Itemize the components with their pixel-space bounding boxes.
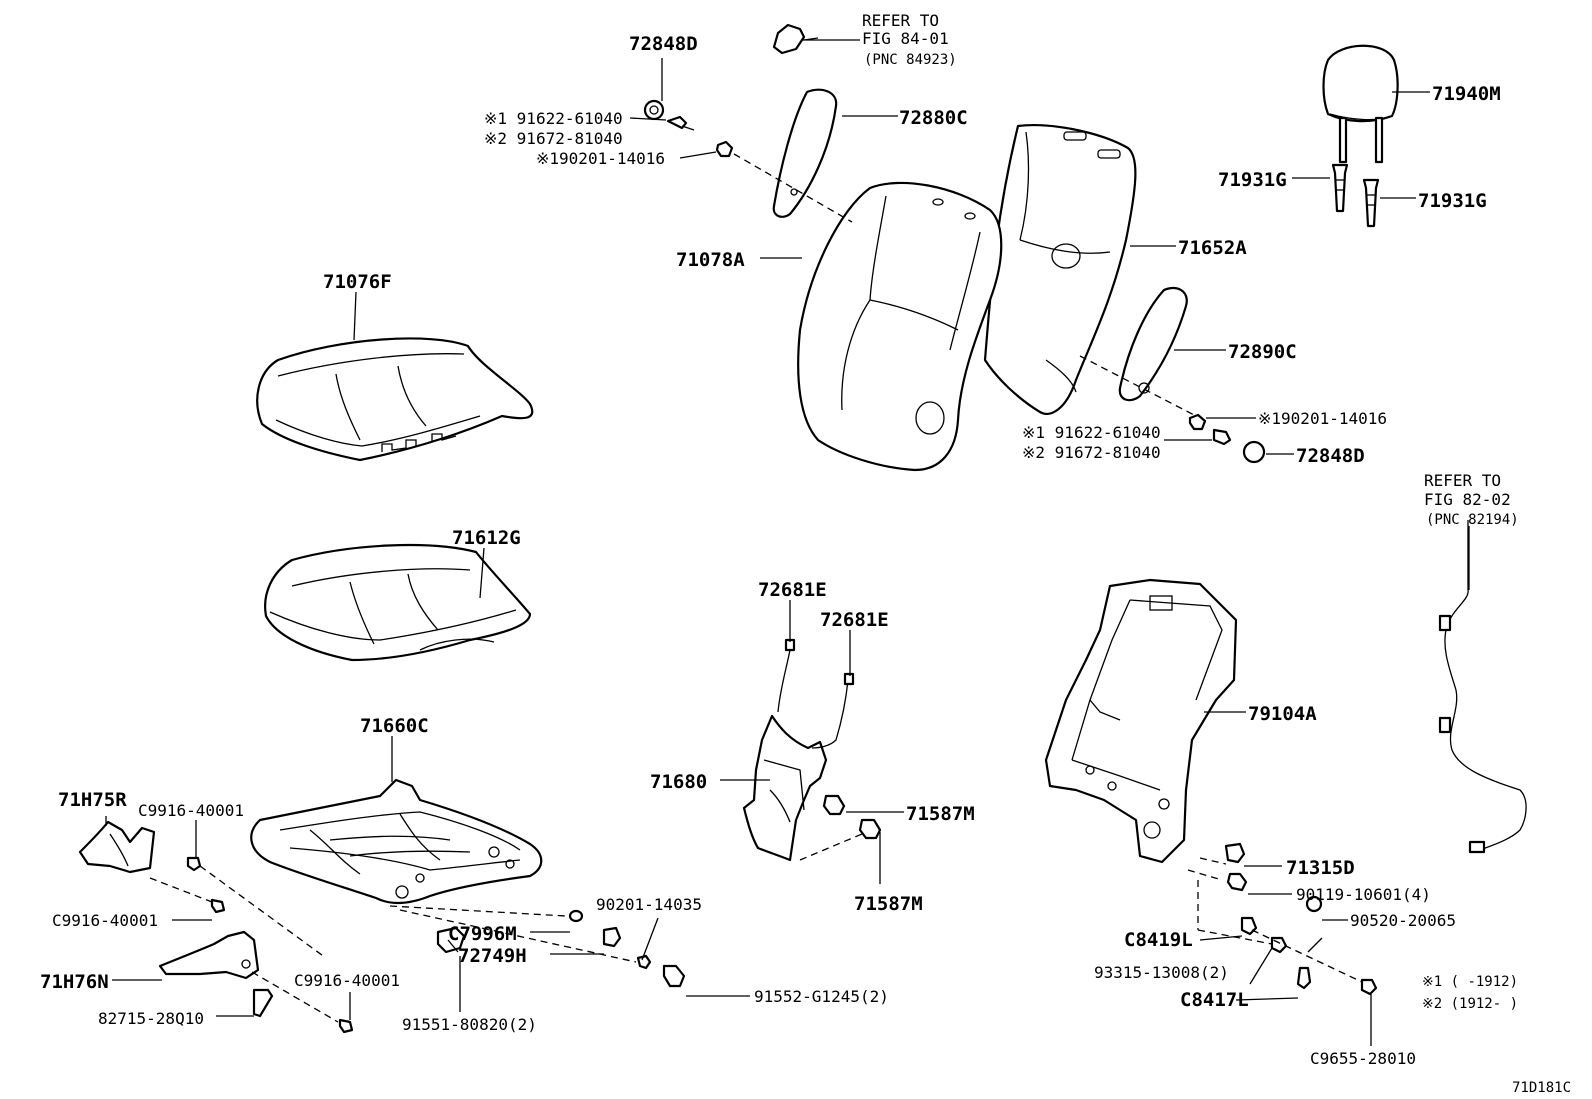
label-71931g-left: 71931G: [1218, 169, 1287, 191]
label-c9916-mid: C9916-40001: [52, 911, 158, 930]
seat-frame-71660c: [250, 778, 543, 905]
bolt-top: [666, 115, 695, 131]
figure-id: 71D181C: [1512, 1080, 1571, 1096]
label-72681e-right: 72681E: [820, 609, 889, 631]
label-refer-fig84-line3: (PNC 84923): [864, 52, 957, 68]
label-71940m: 71940M: [1432, 83, 1501, 105]
label-90119: 90119-10601(4): [1296, 885, 1431, 904]
label-c9916-bottom: C9916-40001: [294, 971, 400, 990]
label-71612g: 71612G: [452, 527, 521, 549]
label-93315: 93315-13008(2): [1094, 963, 1229, 982]
lumbar-support-71680: [742, 638, 855, 862]
side-panel-72890c: [1118, 286, 1188, 402]
label-note1: ※1 ( -1912): [1422, 974, 1518, 990]
label-71h75r: 71H75R: [58, 789, 127, 811]
clip-82715: [252, 988, 274, 1018]
label-c9655: C9655-28010: [1310, 1049, 1416, 1068]
label-c9916-top: C9916-40001: [138, 801, 244, 820]
nut-top: [715, 140, 734, 158]
nut-right: [1188, 413, 1207, 431]
label-79104a: 79104A: [1248, 703, 1317, 725]
seatback-cover-71078a: [797, 181, 1003, 472]
label-72848d-top: 72848D: [629, 33, 698, 55]
sensor-c8417l: [1296, 937, 1323, 990]
side-panel-72880c: [772, 88, 838, 218]
clip-c7996m: [568, 909, 584, 923]
headrest-guide-left: [1331, 163, 1349, 213]
label-71660c: 71660C: [360, 715, 429, 737]
cushion-cover-71076f: [256, 337, 534, 462]
nut-90201-14035: [636, 954, 652, 970]
bolt-91551: [436, 926, 466, 954]
headrest-71940m: [1322, 44, 1399, 164]
clip-71587m-bottom: [858, 818, 882, 840]
label-71680: 71680: [650, 771, 707, 793]
label-refer-fig82-line1: REFER TO: [1424, 471, 1501, 490]
side-cover-71h75r: [78, 820, 156, 874]
label-72880c: 72880C: [899, 107, 968, 129]
label-71076f: 71076F: [323, 271, 392, 293]
label-91552: 91552-G1245(2): [754, 987, 889, 1006]
label-nut-right: ※190201-14016: [1258, 409, 1387, 428]
label-90201-14035: 90201-14035: [596, 895, 702, 914]
cap-72848d-top: [643, 99, 665, 121]
label-71587m-bottom: 71587M: [854, 893, 923, 915]
side-cover-71h76n: [158, 930, 260, 980]
label-bolt2-right: ※2 91672-81040: [1022, 443, 1161, 462]
screw-c9916-bottom: [338, 1018, 354, 1034]
label-refer-fig84-line1: REFER TO: [862, 11, 939, 30]
clip-71587m-top: [822, 794, 846, 816]
label-72749h: 72749H: [458, 945, 527, 967]
label-c8417l: C8417L: [1180, 989, 1249, 1011]
bolt-90119: [1226, 872, 1248, 892]
cap-72749h: [602, 926, 622, 948]
washer-90520: [1305, 895, 1323, 913]
label-91551: 91551-80820(2): [402, 1015, 537, 1034]
label-71931g-right: 71931G: [1418, 190, 1487, 212]
wire-harness: [1438, 520, 1527, 854]
screw-c9655: [1360, 978, 1378, 996]
leader-lines: [105, 39, 1470, 1046]
label-refer-fig82-line3: (PNC 82194): [1426, 512, 1519, 528]
label-72890c: 72890C: [1228, 341, 1297, 363]
refer-fig84-connector: [772, 23, 819, 55]
label-bolt1-right: ※1 91622-61040: [1022, 423, 1161, 442]
bolt-91552: [662, 964, 686, 988]
label-bolt2-top: ※2 91672-81040: [484, 129, 623, 148]
label-bolt1-top: ※1 91622-61040: [484, 109, 623, 128]
label-refer-fig82-line2: FIG 82-02: [1424, 490, 1511, 509]
bracket-71315d: [1224, 842, 1246, 864]
cushion-pad-71612g: [264, 543, 532, 662]
screw-c9916-top: [186, 856, 202, 872]
bolt-right: [1212, 428, 1232, 446]
headrest-guide-right: [1362, 178, 1380, 228]
seatback-pad-71652a: [983, 124, 1137, 415]
label-note2: ※2 (1912- ): [1422, 996, 1518, 1012]
label-72848d-right: 72848D: [1296, 445, 1365, 467]
label-71h76n: 71H76N: [40, 971, 109, 993]
label-90520: 90520-20065: [1350, 911, 1456, 930]
label-71652a: 71652A: [1178, 237, 1247, 259]
label-refer-fig84-line2: FIG 84-01: [862, 29, 949, 48]
label-71315d: 71315D: [1286, 857, 1355, 879]
label-72681e-left: 72681E: [758, 579, 827, 601]
assembly-dashed-lines: [149, 153, 1363, 1023]
label-82715: 82715-28Q10: [98, 1009, 204, 1028]
label-71587m-top: 71587M: [906, 803, 975, 825]
screw-c9916-mid: [210, 898, 226, 914]
label-c8419l: C8419L: [1124, 929, 1193, 951]
label-71078a: 71078A: [676, 249, 745, 271]
label-nut-top: ※190201-14016: [536, 149, 665, 168]
cap-72848d-right: [1242, 440, 1266, 464]
part-labels: 72848D REFER TO FIG 84-01 (PNC 84923) ※1…: [40, 11, 1571, 1096]
seatback-frame-79104a: [1044, 578, 1238, 864]
label-c7996m: C7996M: [448, 923, 517, 945]
